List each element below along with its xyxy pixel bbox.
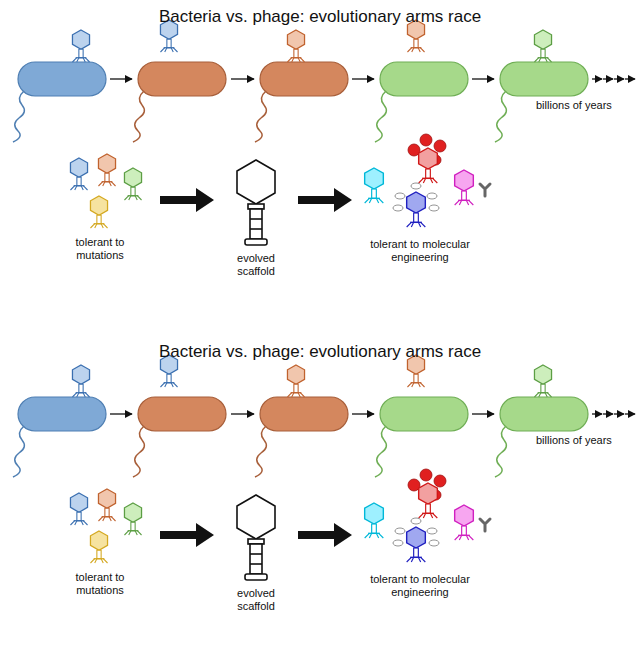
arms-race-panel xyxy=(13,20,635,245)
group-caption: tolerant to mutations xyxy=(59,236,141,262)
scaffold-caption: evolved scaffold xyxy=(224,252,288,278)
panel-title: Bacteria vs. phage: evolutionary arms ra… xyxy=(10,7,630,27)
time-note: billions of years xyxy=(536,99,612,112)
group-caption: tolerant to molecular engineering xyxy=(355,238,485,264)
group-caption: tolerant to mutations xyxy=(59,571,141,597)
scaffold-caption: evolved scaffold xyxy=(224,587,288,613)
time-note: billions of years xyxy=(536,434,612,447)
panel-title: Bacteria vs. phage: evolutionary arms ra… xyxy=(10,342,630,362)
arms-race-panel-copy xyxy=(13,355,635,580)
group-caption: tolerant to molecular engineering xyxy=(355,573,485,599)
